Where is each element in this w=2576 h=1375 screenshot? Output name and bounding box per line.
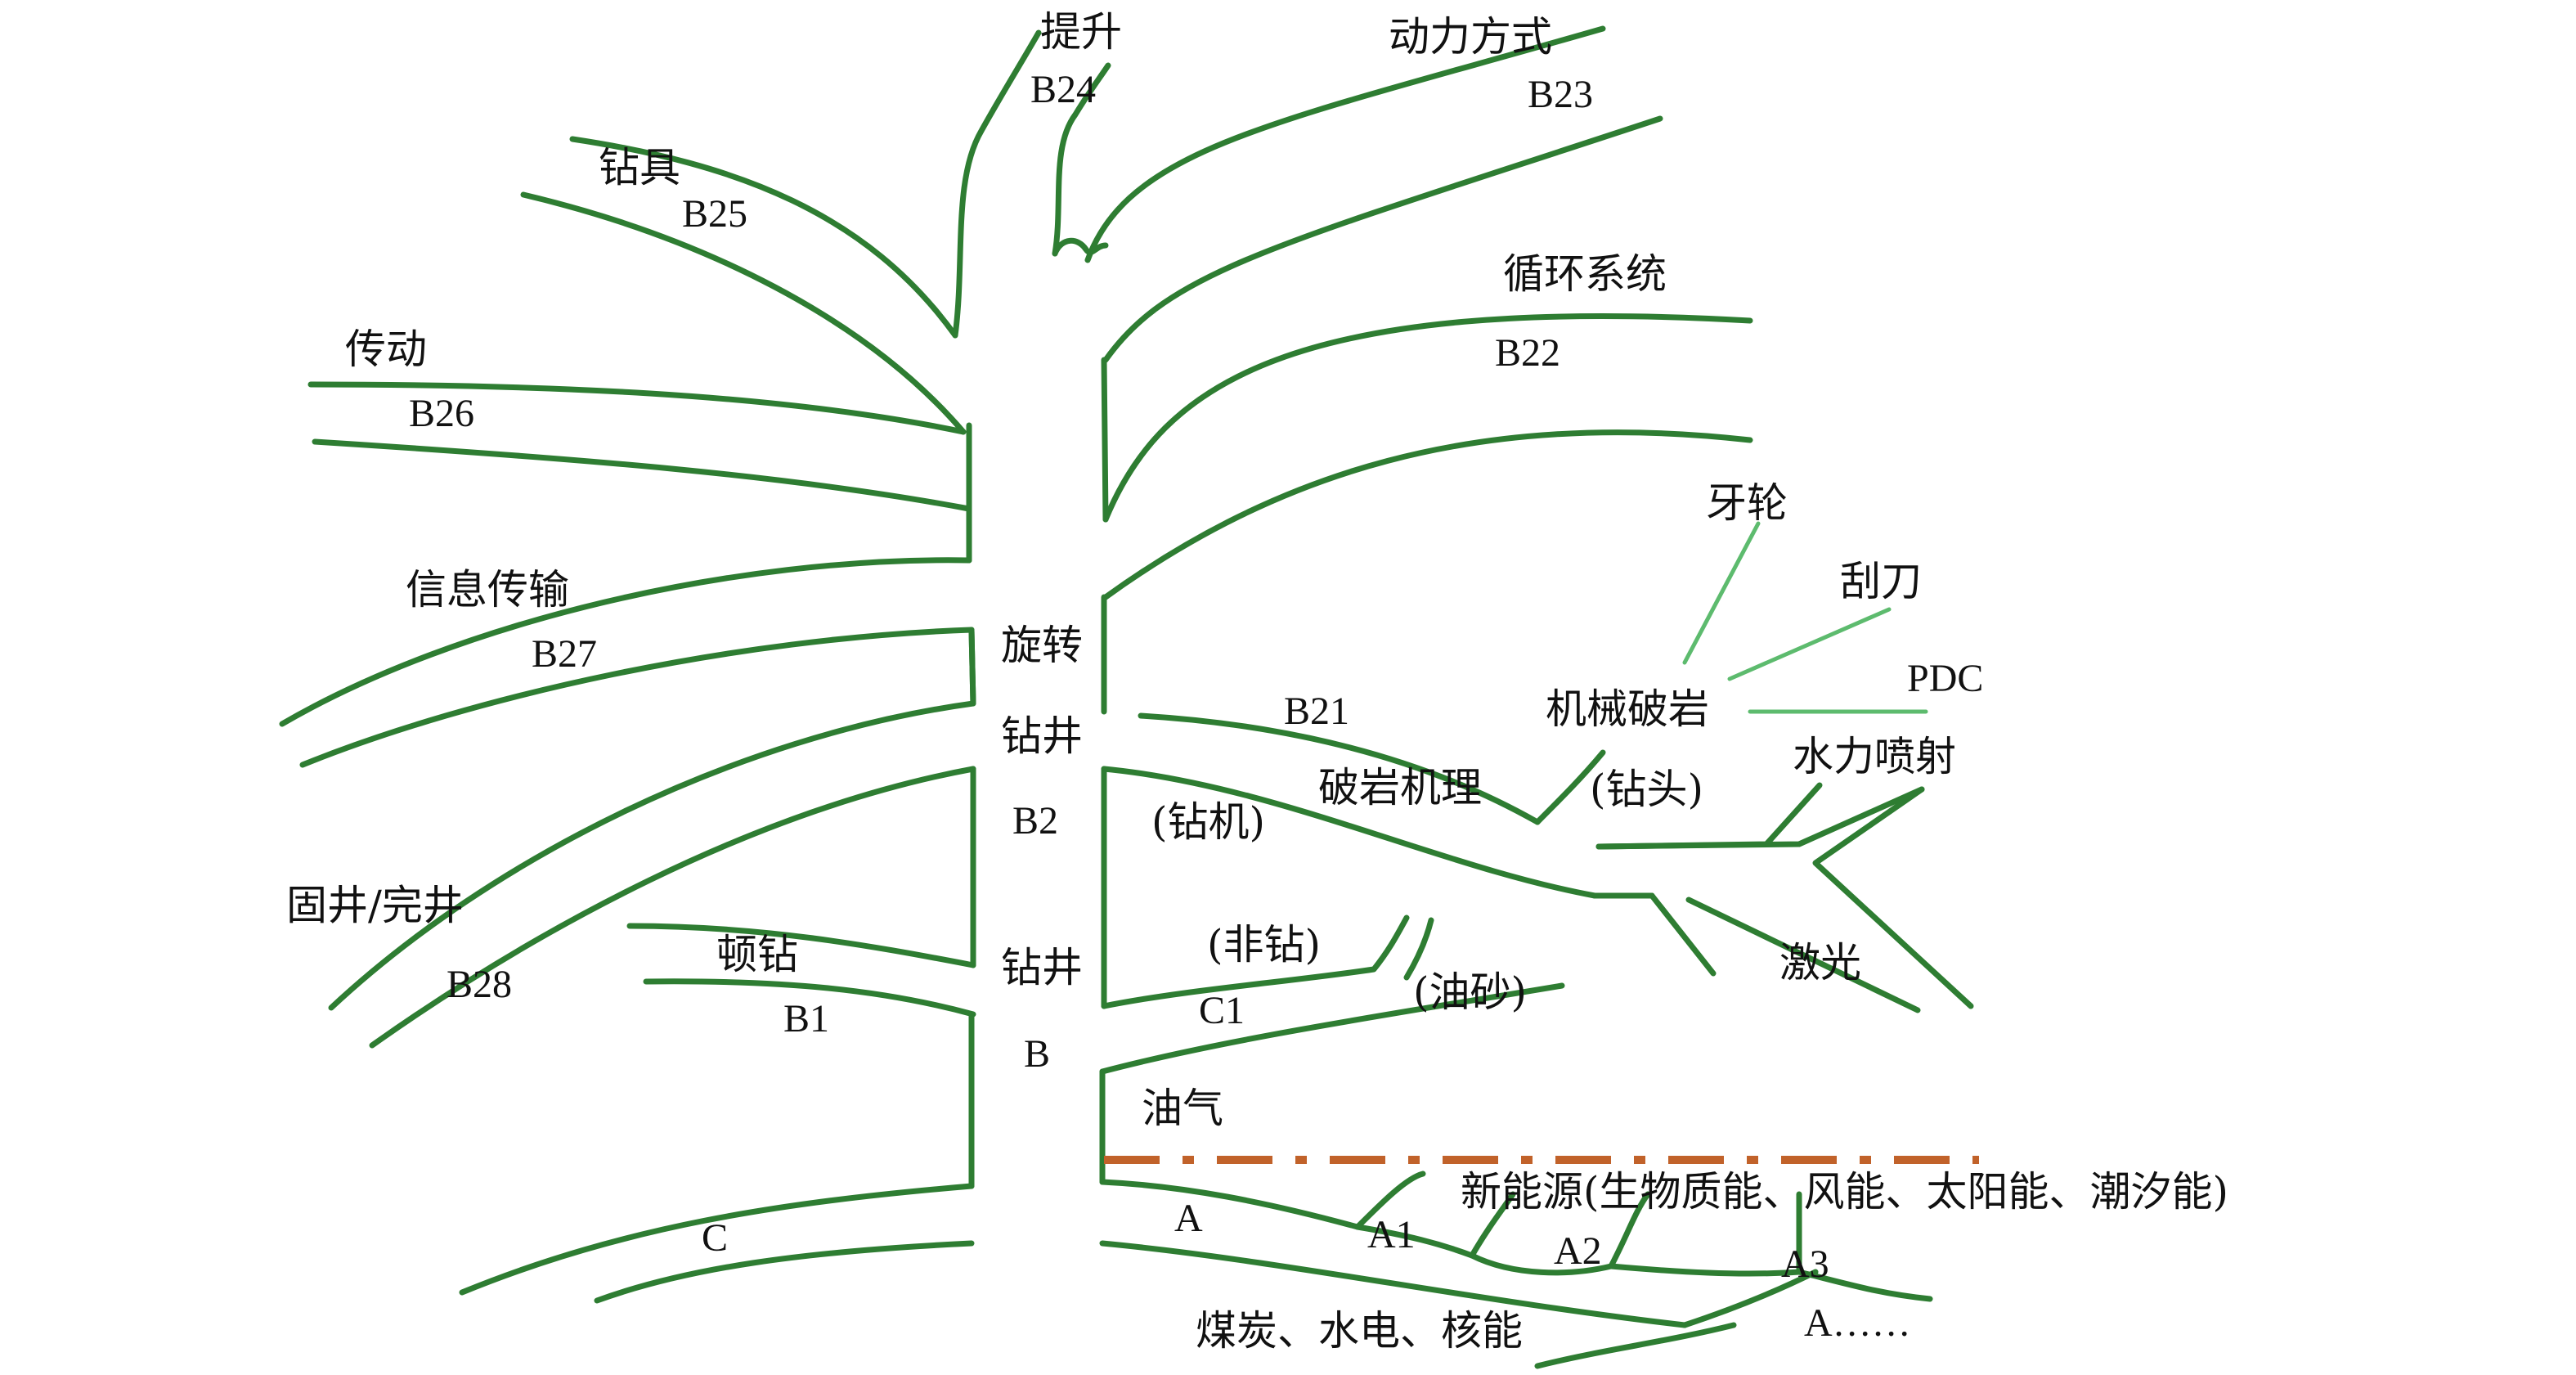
cementing-code: B28	[447, 963, 513, 1006]
non-drilling-code: C1	[1199, 989, 1245, 1032]
b21-lower	[1101, 766, 1598, 899]
hydraulic-label: 水力喷射	[1793, 733, 1956, 780]
c-lower	[594, 1240, 975, 1304]
rotary-label-line2: 钻井	[1001, 712, 1083, 760]
circulation-code: B22	[1495, 331, 1561, 375]
transmission-label: 传动	[345, 326, 427, 373]
laser-upper	[1685, 896, 1921, 1013]
b24-knot	[1052, 237, 1109, 257]
b25-upper	[569, 136, 958, 339]
percussion-code: B1	[783, 997, 830, 1040]
oil-sand-label: (油砂)	[1413, 968, 1528, 1016]
b27-cap	[968, 627, 976, 707]
tools-code: B25	[682, 192, 748, 236]
oil-gas-label: 油气	[1142, 1085, 1223, 1132]
scraper-label: 刮刀	[1840, 558, 1922, 605]
b21-upper	[1138, 712, 1541, 825]
info-code: B27	[532, 632, 598, 676]
rig-label: (钻机)	[1151, 798, 1266, 846]
b1-lower	[643, 978, 976, 1018]
hydraulic-upper	[1595, 786, 1925, 850]
b27-upper	[279, 557, 972, 727]
new-energy-label: 新能源(生物质能、风能、太阳能、潮汐能)	[1461, 1168, 2229, 1215]
b23-lower	[1102, 115, 1663, 363]
energy-a-more: A……	[1804, 1301, 1911, 1345]
b22-lower	[1102, 429, 1753, 600]
trunk-right-upper	[1101, 357, 1109, 523]
rotary-code: B2	[1012, 799, 1059, 843]
oil-sand	[1099, 982, 1565, 1075]
b26-upper	[307, 381, 967, 435]
tools-label: 钻具	[599, 144, 680, 191]
power-code: B23	[1528, 73, 1594, 116]
energy-a2: A2	[1554, 1229, 1602, 1273]
b21-notch	[1534, 749, 1606, 825]
scraper-line	[1727, 607, 1892, 681]
b28-upper	[328, 700, 976, 1011]
laser-label: 激光	[1779, 939, 1861, 986]
b23-upper	[1084, 25, 1606, 263]
circulation-label: 循环系统	[1503, 250, 1667, 298]
b1-upper	[626, 923, 976, 968]
b25-lower	[520, 191, 967, 435]
transmission-code: B26	[409, 392, 475, 435]
power-label: 动力方式	[1389, 13, 1552, 61]
a-more	[1681, 1269, 1819, 1328]
info-label: 信息传输	[406, 566, 569, 613]
laser-branch	[1649, 892, 1717, 977]
pdc-label: PDC	[1907, 657, 1984, 700]
energy-a1: A1	[1367, 1213, 1416, 1256]
a2-branch	[1469, 1191, 1651, 1276]
mechanism-label: 破岩机理	[1318, 764, 1482, 811]
c-code: C	[702, 1216, 729, 1260]
hoisting-label: 提升	[1040, 8, 1122, 56]
rotary-label-line1: 旋转	[1001, 622, 1083, 669]
cementing-label: 固井/完井	[286, 882, 464, 929]
a-upper	[1099, 1171, 1426, 1230]
non-drilling-label: (非钻)	[1207, 921, 1322, 968]
energy-a: A	[1174, 1197, 1203, 1240]
percussion-label: 顿钻	[716, 931, 798, 978]
roller-cone-label: 牙轮	[1706, 479, 1788, 527]
a3-branch	[1608, 1191, 1802, 1277]
mechanical-label: 机械破岩	[1546, 685, 1709, 733]
b28-lower	[369, 766, 976, 1049]
hydraulic-v	[1812, 786, 1974, 1009]
drilling-code: B	[1024, 1032, 1051, 1076]
energy-a3: A3	[1781, 1242, 1829, 1286]
b24-inner	[1052, 62, 1111, 257]
b24-outer	[952, 29, 1042, 339]
bit-label: (钻头)	[1590, 766, 1704, 813]
conventional-energy-label: 煤炭、水电、核能	[1196, 1307, 1523, 1355]
b22-upper	[1102, 313, 1753, 523]
c1-notch	[1403, 917, 1434, 981]
roller-cone-line	[1682, 521, 1761, 665]
hoisting-code: B24	[1030, 68, 1097, 111]
c-upper	[459, 1183, 975, 1296]
c1-upper	[1101, 914, 1410, 1009]
a1-branch	[1354, 1191, 1516, 1259]
b27-lower	[299, 627, 975, 768]
b21-code: B21	[1284, 690, 1350, 733]
a3-tip	[1796, 1269, 1933, 1302]
b26-lower	[312, 438, 972, 512]
a-lower	[1099, 1240, 1688, 1328]
coal-lower	[1534, 1322, 1737, 1369]
drilling-label: 钻井	[1001, 944, 1083, 991]
